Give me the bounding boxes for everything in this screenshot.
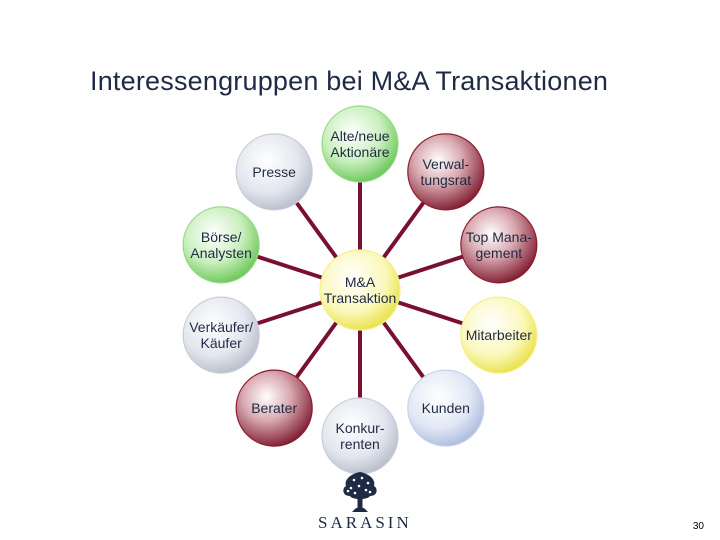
- node-label-verwaltungsrat: Verwal- tungsrat: [420, 155, 472, 188]
- node-label-presse: Presse: [252, 163, 296, 180]
- node-label-konkurrenten: Konkur- renten: [335, 420, 385, 452]
- node-label-verkaeufer-kaeufer: Verkäufer/ Käufer: [189, 319, 254, 352]
- node-mitarbeiter: [460, 296, 538, 374]
- node-berater: [235, 369, 313, 447]
- sarasin-tree-logo-icon: [343, 472, 377, 512]
- slide-title: Interessengruppen bei M&A Transaktionen: [90, 66, 609, 96]
- node-label-alte-neue-aktionaere: Alte/neue Aktionäre: [330, 128, 390, 160]
- node-circles: [182, 105, 538, 475]
- node-label-kunden: Kunden: [421, 400, 470, 417]
- node-verwaltungsrat: [407, 133, 485, 211]
- node-verkaeufer-kaeufer: [182, 296, 260, 374]
- node-label-top-management: Top Mana- gement: [465, 228, 532, 261]
- node-alte-neue-aktionaere: [321, 105, 399, 183]
- logo-text: SARASIN: [318, 513, 412, 532]
- node-kunden: [407, 369, 485, 447]
- node-presse: [235, 133, 313, 211]
- node-boerse-analysten: [182, 206, 260, 284]
- node-label-mitarbeiter: Mitarbeiter: [465, 327, 532, 344]
- node-label-boerse-analysten: Börse/ Analysten: [190, 228, 252, 261]
- node-center: [319, 249, 401, 331]
- page-number: 30: [692, 521, 704, 532]
- node-top-management: [460, 206, 538, 284]
- node-label-berater: Berater: [251, 400, 298, 417]
- node-label-center: M&A Transaktion: [323, 274, 397, 306]
